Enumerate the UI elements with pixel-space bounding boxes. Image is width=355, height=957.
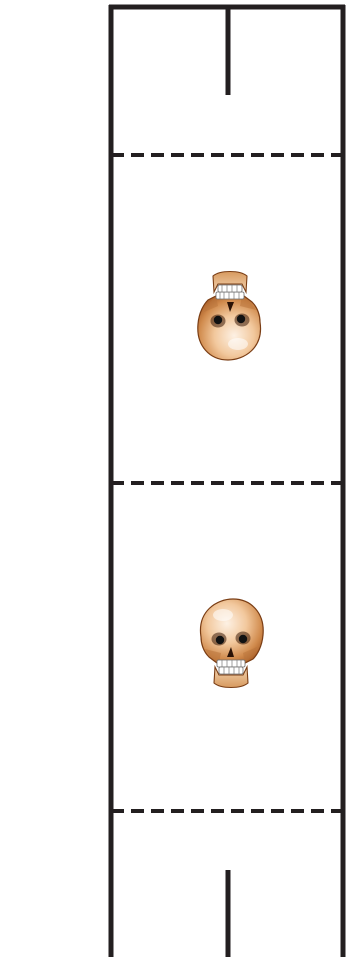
section-dividers	[111, 155, 343, 811]
skull-icon	[198, 272, 261, 361]
strip-frame	[109, 5, 345, 957]
skull-icon	[200, 599, 263, 688]
